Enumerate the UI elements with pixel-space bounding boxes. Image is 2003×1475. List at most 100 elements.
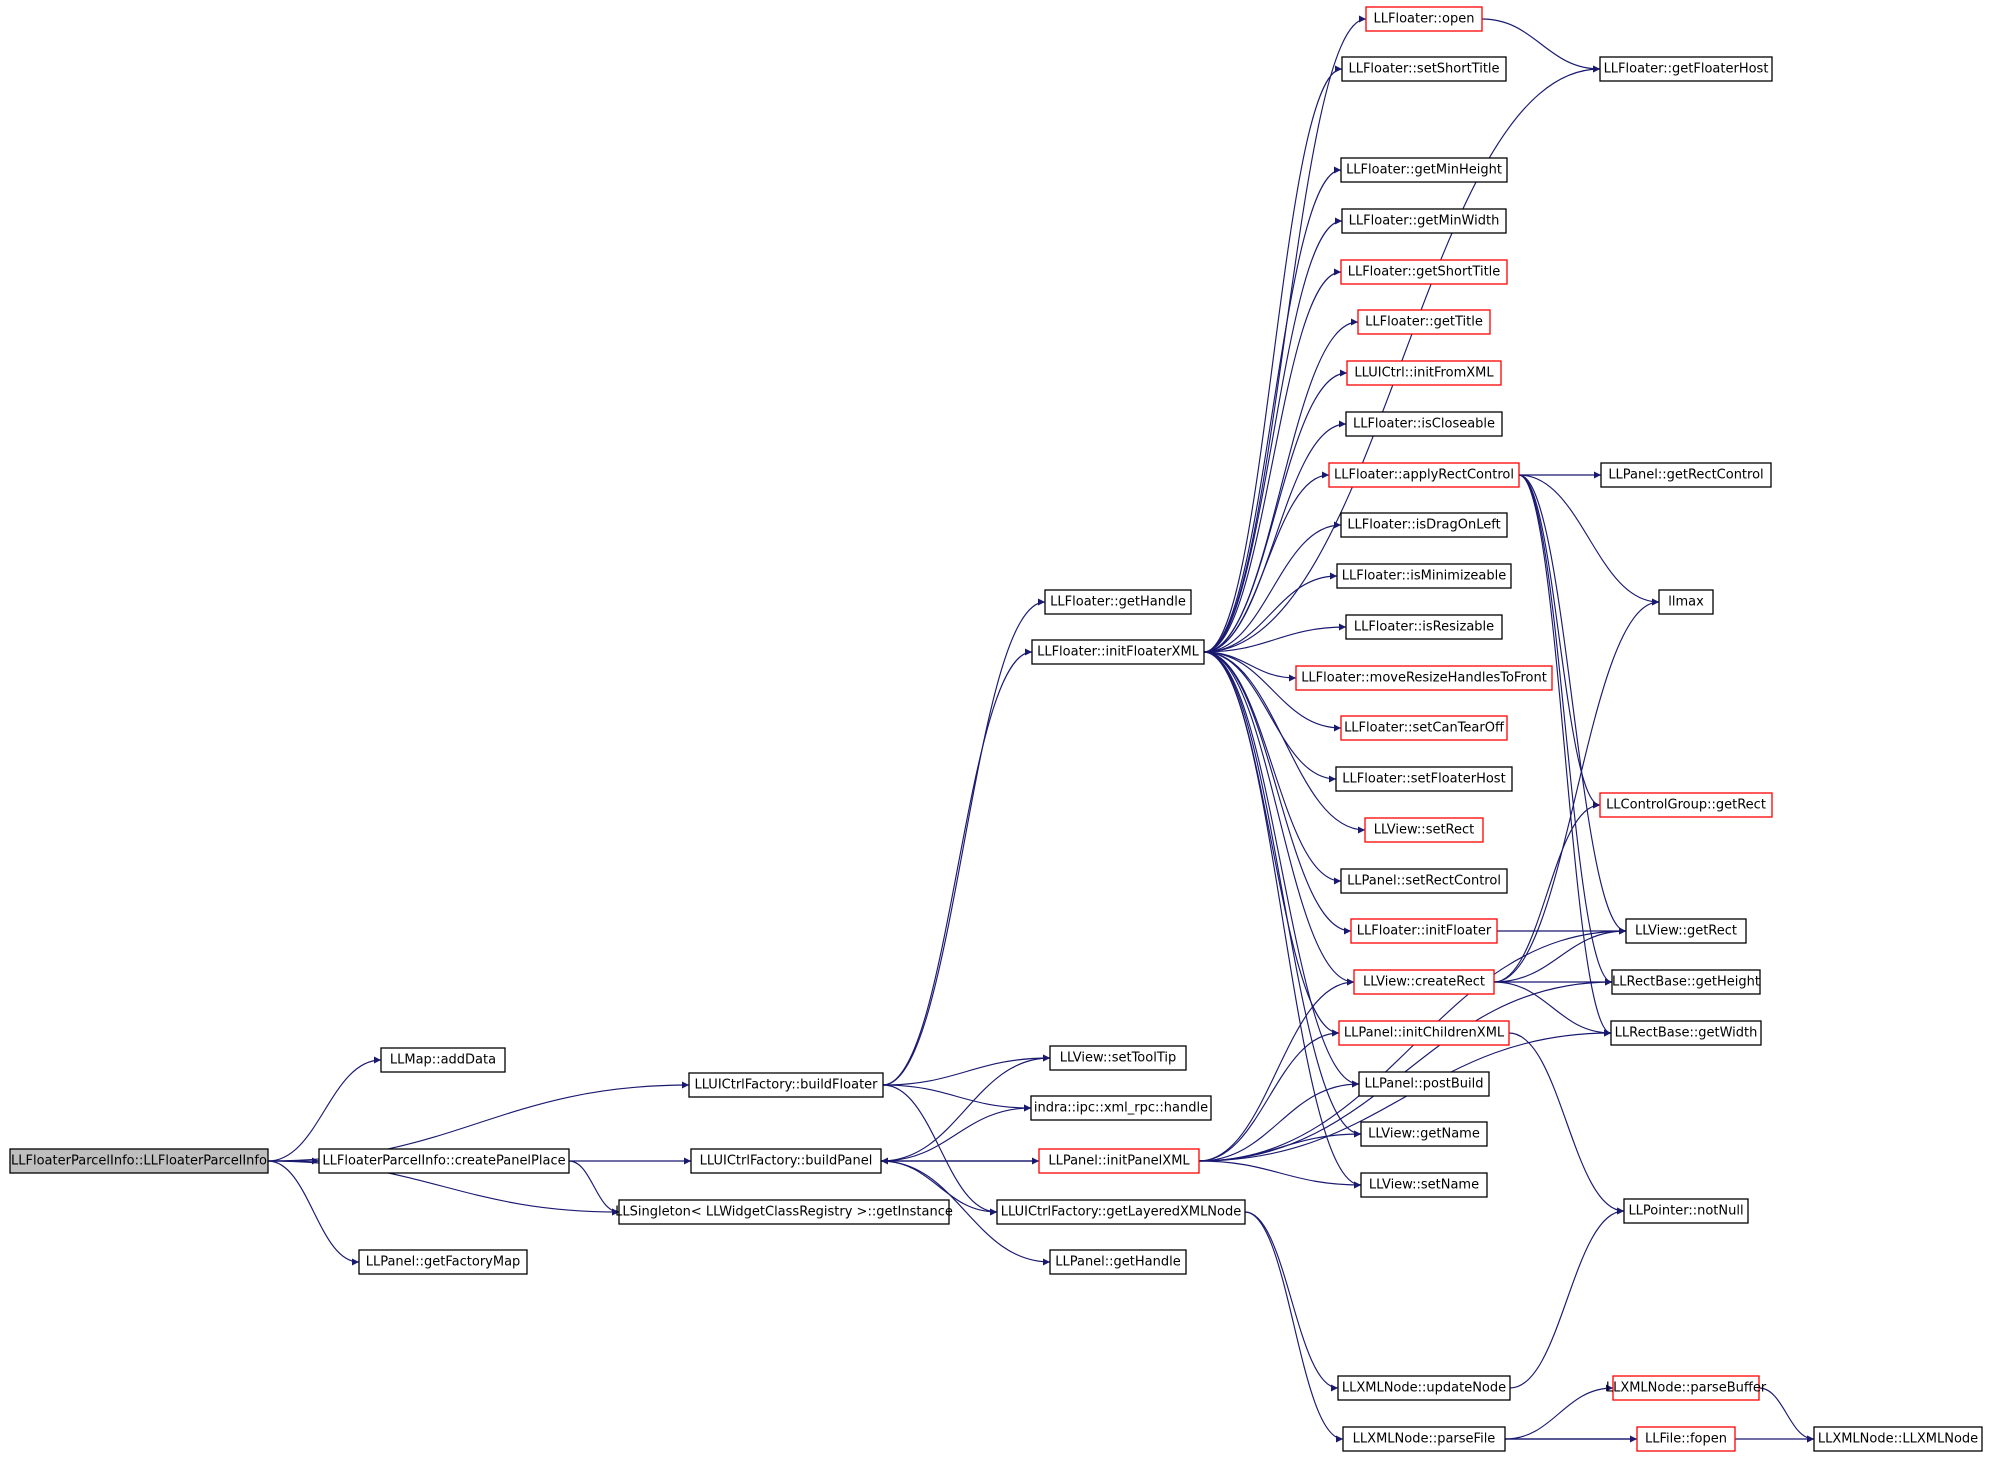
node-getFactoryMap[interactable]: LLPanel::getFactoryMap [358,1249,528,1275]
node-viewGetRect[interactable]: LLView::getRect [1625,918,1747,944]
node-root[interactable]: LLFloaterParcelInfo::LLFloaterParcelInfo [9,1148,269,1174]
edge-initFloaterXML-to-isMinimizeable [1203,572,1338,653]
node-label: LLFloater::isMinimizeable [1342,569,1506,584]
edge-createRect-to-llmax [1493,598,1660,983]
edge-open-to-getFloaterHost [1481,18,1601,73]
edge-buildPanel-to-xmlRpcHandle [880,1104,1032,1162]
node-getFloaterHost[interactable]: LLFloater::getFloaterHost [1599,56,1773,82]
node-isCloseable[interactable]: LLFloater::isCloseable [1345,411,1503,437]
node-label: LLFloaterParcelInfo::createPanelPlace [322,1154,565,1169]
node-controlGroupGetRect[interactable]: LLControlGroup::getRect [1599,792,1773,818]
node-box [1611,969,1761,995]
node-setCanTearOff[interactable]: LLFloater::setCanTearOff [1340,715,1508,741]
node-setShortTitle[interactable]: LLFloater::setShortTitle [1341,56,1507,82]
node-updateNode[interactable]: LLXMLNode::updateNode [1337,1375,1511,1401]
node-setToolTip[interactable]: LLView::setToolTip [1049,1045,1187,1071]
node-label: LLPanel::setRectControl [1347,874,1501,889]
node-initFromXML[interactable]: LLUICtrl::initFromXML [1346,360,1502,386]
node-fopen[interactable]: LLFile::fopen [1636,1426,1736,1452]
edge-applyRectControl-to-viewGetRect [1518,474,1627,935]
node-label: LLFloater::open [1374,12,1475,27]
node-getShortTitle[interactable]: LLFloater::getShortTitle [1340,259,1508,285]
node-label: LLFloater::setFloaterHost [1342,772,1505,787]
node-open[interactable]: LLFloater::open [1365,6,1483,32]
node-getTitle[interactable]: LLFloater::getTitle [1357,309,1491,335]
edge-initFloaterXML-to-initChildrenXML [1203,651,1340,1037]
node-label: LLSingleton< LLWidgetClassRegistry >::ge… [615,1205,953,1220]
node-box [1353,969,1495,995]
node-getLayeredXMLNode[interactable]: LLUICtrlFactory::getLayeredXMLNode [996,1199,1246,1225]
edge-buildFloater-to-initFloaterXML [882,648,1033,1086]
node-label: LLFloater::applyRectControl [1334,468,1514,483]
node-box [1340,259,1508,285]
node-box [1357,309,1491,335]
edge-initPanelXML-to-setName [1198,1160,1362,1189]
node-label: LLXMLNode::updateNode [1342,1381,1506,1396]
node-isResizable[interactable]: LLFloater::isResizable [1345,614,1503,640]
node-createRect[interactable]: LLView::createRect [1353,969,1495,995]
node-box [9,1148,269,1174]
node-buildFloater[interactable]: LLUICtrlFactory::buildFloater [688,1072,884,1098]
node-label: LLFloater::moveResizeHandlesToFront [1301,671,1547,686]
node-label: indra::ipc::xml_rpc::handle [1034,1101,1208,1116]
node-viewSetRect[interactable]: LLView::setRect [1364,817,1484,843]
edge-createRect-to-viewGetRect [1493,927,1627,983]
node-setRectControl[interactable]: LLPanel::setRectControl [1340,868,1508,894]
node-isDragOnLeft[interactable]: LLFloater::isDragOnLeft [1340,512,1508,538]
edge-root-to-getFactoryMap [267,1160,360,1266]
edge-initPanelXML-to-initChildrenXML [1198,1029,1340,1162]
node-panelGetHandle[interactable]: LLPanel::getHandle [1049,1249,1187,1275]
node-getMinWidth[interactable]: LLFloater::getMinWidth [1341,208,1507,234]
node-createPanelPlace[interactable]: LLFloaterParcelInfo::createPanelPlace [318,1148,570,1174]
node-label: LLView::getName [1368,1127,1480,1142]
node-setName[interactable]: LLView::setName [1360,1172,1488,1198]
node-setFloaterHost[interactable]: LLFloater::setFloaterHost [1335,766,1513,792]
node-xmlRpcHandle[interactable]: indra::ipc::xml_rpc::handle [1030,1095,1212,1121]
node-label: LLFloater::getShortTitle [1348,265,1501,280]
edge-initFloaterXML-to-isDragOnLeft [1203,521,1342,653]
node-box [1360,1172,1488,1198]
node-label: LLFloater::setCanTearOff [1344,721,1505,736]
node-getInstance[interactable]: LLSingleton< LLWidgetClassRegistry >::ge… [615,1199,953,1225]
node-applyRectControl[interactable]: LLFloater::applyRectControl [1328,462,1520,488]
node-addData[interactable]: LLMap::addData [380,1047,506,1073]
node-box [1612,1375,1760,1401]
edge-getLayeredXMLNode-to-updateNode [1244,1211,1339,1392]
node-label: LLUICtrlFactory::getLayeredXMLNode [1001,1205,1241,1220]
node-getWidth[interactable]: LLRectBase::getWidth [1610,1020,1762,1046]
edge-initPanelXML-to-getWidth [1198,1029,1612,1162]
node-floaterGetHandle[interactable]: LLFloater::getHandle [1044,589,1192,615]
node-initFloater[interactable]: LLFloater::initFloater [1350,918,1498,944]
edge-buildPanel-to-setToolTip [880,1054,1051,1162]
node-box [1335,766,1513,792]
edge-applyRectControl-to-controlGroupGetRect [1518,474,1601,809]
node-getName[interactable]: LLView::getName [1360,1121,1488,1147]
node-initFloaterXML[interactable]: LLFloater::initFloaterXML [1031,639,1205,665]
node-label: LLXMLNode::parseFile [1353,1432,1496,1447]
node-parseBuffer[interactable]: LLXMLNode::parseBuffer [1606,1375,1767,1401]
node-box [1346,360,1502,386]
node-label: LLMap::addData [390,1053,496,1068]
node-xmlNodeCtor[interactable]: LLXMLNode::LLXMLNode [1813,1426,1983,1452]
node-buildPanel[interactable]: LLUICtrlFactory::buildPanel [690,1148,882,1174]
node-getHeight[interactable]: LLRectBase::getHeight [1611,969,1761,995]
node-moveResizeHandlesToFront[interactable]: LLFloater::moveResizeHandlesToFront [1295,665,1553,691]
node-initChildrenXML[interactable]: LLPanel::initChildrenXML [1338,1020,1510,1046]
node-postBuild[interactable]: LLPanel::postBuild [1358,1071,1490,1097]
node-notNull[interactable]: LLPointer::notNull [1623,1198,1749,1224]
node-initPanelXML[interactable]: LLPanel::initPanelXML [1038,1148,1200,1174]
node-box [618,1199,950,1225]
edge-createRect-to-getWidth [1493,981,1612,1037]
edge-getLayeredXMLNode-to-parseFile [1244,1211,1344,1443]
node-label: LLView::createRect [1363,975,1485,990]
node-label: LLView::setName [1369,1178,1479,1193]
node-label: llmax [1668,595,1704,610]
node-getMinHeight[interactable]: LLFloater::getMinHeight [1340,157,1508,183]
node-parseFile[interactable]: LLXMLNode::parseFile [1342,1426,1506,1452]
node-box [1049,1249,1187,1275]
node-box [1337,1375,1511,1401]
node-llmax[interactable]: llmax [1658,589,1714,615]
edge-initPanelXML-to-postBuild [1198,1080,1360,1162]
node-getRectControl[interactable]: LLPanel::getRectControl [1600,462,1772,488]
node-isMinimizeable[interactable]: LLFloater::isMinimizeable [1336,563,1512,589]
